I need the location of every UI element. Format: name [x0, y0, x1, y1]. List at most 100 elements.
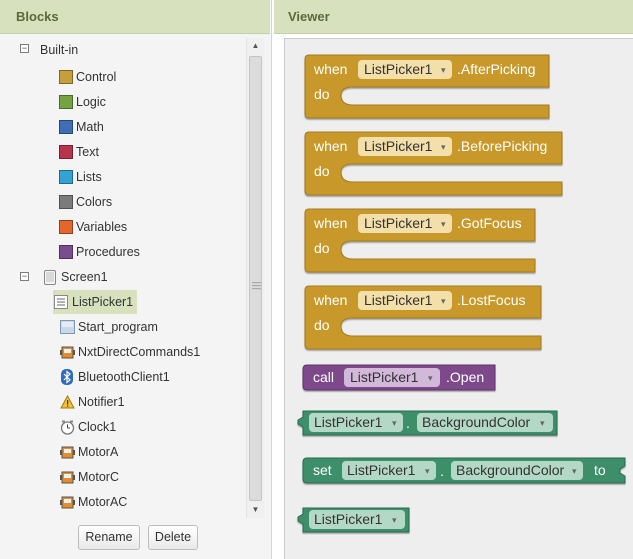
- tree-item-clock1[interactable]: Clock1: [59, 416, 116, 438]
- event-name: .AfterPicking: [457, 61, 536, 77]
- getter-backgroundcolor-block[interactable]: ListPicker1 ▾ . BackgroundColor ▾: [297, 410, 558, 436]
- component-dropdown[interactable]: ListPicker1: [350, 369, 419, 385]
- blocks-panel: Blocks − Built-in Control Logic Math Tex…: [0, 0, 272, 559]
- lists-swatch-icon: [59, 170, 73, 184]
- component-dropdown[interactable]: ListPicker1: [364, 292, 433, 308]
- component-listpicker1-block[interactable]: ListPicker1 ▾: [297, 507, 410, 533]
- do-keyword: do: [314, 163, 330, 179]
- setter-backgroundcolor-block[interactable]: set ListPicker1 ▾ . BackgroundColor ▾ to: [302, 457, 626, 484]
- to-keyword: to: [594, 462, 606, 478]
- when-keyword: when: [313, 292, 347, 308]
- tree-item-label: ListPicker1: [72, 295, 134, 309]
- component-dropdown[interactable]: ListPicker1: [364, 61, 433, 77]
- tree-item-builtin[interactable]: Built-in: [40, 39, 78, 61]
- tree-item-label: MotorAC: [78, 495, 128, 509]
- warning-icon: [59, 394, 75, 410]
- procedures-swatch-icon: [59, 245, 73, 259]
- component-dropdown[interactable]: ListPicker1: [347, 462, 416, 478]
- blocks-tree: − Built-in Control Logic Math Text Lists…: [6, 38, 242, 518]
- property-dropdown[interactable]: BackgroundColor: [456, 462, 565, 478]
- tree-item-screen1-label: Screen1: [61, 270, 108, 284]
- event-block-gotfocus[interactable]: when ListPicker1 ▾ .GotFocus do: [304, 208, 536, 273]
- tree-item-motorc[interactable]: MotorC: [59, 466, 119, 488]
- tree-item-lists[interactable]: Lists: [59, 166, 102, 188]
- tree-item-variables[interactable]: Variables: [59, 216, 127, 238]
- tree-item-control[interactable]: Control: [59, 66, 116, 88]
- nxt-icon: [59, 444, 75, 460]
- grip-icon: ———: [252, 277, 261, 293]
- component-dropdown[interactable]: ListPicker1: [314, 414, 383, 430]
- call-open-block[interactable]: call ListPicker1 ▾ .Open: [302, 364, 496, 391]
- tree-item-label: Procedures: [76, 245, 140, 259]
- tree-item-text[interactable]: Text: [59, 141, 99, 163]
- nxt-icon: [59, 344, 75, 360]
- event-block-beforepicking[interactable]: when ListPicker1 ▾ .BeforePicking do: [304, 131, 563, 196]
- tree-item-label: Logic: [76, 95, 106, 109]
- event-name: .LostFocus: [457, 292, 525, 308]
- collapse-builtin-toggle[interactable]: −: [20, 43, 29, 53]
- tree-item-label: Math: [76, 120, 104, 134]
- event-name: .BeforePicking: [457, 138, 547, 154]
- viewer-title: Viewer: [288, 9, 330, 24]
- tree-item-colors[interactable]: Colors: [59, 191, 112, 213]
- colors-swatch-icon: [59, 195, 73, 209]
- tree-item-label: Notifier1: [78, 395, 125, 409]
- dropdown-arrow-icon: ▾: [425, 467, 430, 477]
- control-swatch-icon: [59, 70, 73, 84]
- logic-swatch-icon: [59, 95, 73, 109]
- tree-item-label: NxtDirectCommands1: [78, 345, 201, 359]
- tree-item-motora[interactable]: MotorA: [59, 441, 118, 463]
- do-keyword: do: [314, 317, 330, 333]
- tree-item-label: Colors: [76, 195, 113, 209]
- tree-item-label: Lists: [76, 170, 102, 184]
- rename-button[interactable]: Rename: [78, 525, 140, 550]
- nxt-icon: [59, 469, 75, 485]
- tree-item-bluetoothclient1[interactable]: BluetoothClient1: [59, 366, 170, 388]
- dropdown-arrow-icon: ▾: [428, 374, 433, 384]
- blocks-workspace[interactable]: when ListPicker1 ▾ .AfterPicking do when…: [284, 38, 633, 559]
- event-block-afterpicking[interactable]: when ListPicker1 ▾ .AfterPicking do: [304, 54, 550, 121]
- scroll-up-arrow-icon[interactable]: ▲: [251, 41, 260, 50]
- tree-item-label: BluetoothClient1: [78, 370, 170, 384]
- math-swatch-icon: [59, 120, 73, 134]
- tree-item-math[interactable]: Math: [59, 116, 104, 138]
- tree-item-label: Clock1: [78, 420, 117, 434]
- when-keyword: when: [313, 215, 347, 231]
- tree-item-listpicker1[interactable]: ListPicker1: [53, 290, 138, 314]
- image-icon: [59, 319, 75, 335]
- tree-item-notifier1[interactable]: Notifier1: [59, 391, 125, 413]
- component-dropdown[interactable]: ListPicker1: [364, 138, 433, 154]
- tree-item-logic[interactable]: Logic: [59, 91, 106, 113]
- bluetooth-icon: [59, 369, 75, 385]
- do-keyword: do: [314, 240, 330, 256]
- property-dropdown[interactable]: BackgroundColor: [422, 414, 531, 430]
- text-swatch-icon: [59, 145, 73, 159]
- blocks-panel-title: Blocks: [16, 9, 59, 24]
- dropdown-arrow-icon: ▾: [441, 143, 446, 153]
- dropdown-arrow-icon: ▾: [540, 419, 545, 429]
- when-keyword: when: [313, 138, 347, 154]
- set-keyword: set: [313, 462, 332, 478]
- scroll-down-arrow-icon[interactable]: ▼: [251, 505, 260, 514]
- dropdown-arrow-icon: ▾: [441, 297, 446, 307]
- method-name: .Open: [446, 369, 484, 385]
- blocks-tree-scrollbar[interactable]: ▲ ——— ▼: [246, 38, 264, 518]
- event-block-lostfocus[interactable]: when ListPicker1 ▾ .LostFocus do: [304, 285, 542, 350]
- tree-item-procedures[interactable]: Procedures: [59, 241, 140, 263]
- blocks-panel-header: Blocks: [0, 0, 270, 34]
- clock-icon: [59, 419, 75, 435]
- tree-item-screen1[interactable]: Screen1: [42, 266, 108, 288]
- tree-item-motorac[interactable]: MotorAC: [59, 491, 127, 513]
- delete-button[interactable]: Delete: [148, 525, 198, 550]
- nxt-icon: [59, 494, 75, 510]
- event-name: .GotFocus: [457, 215, 522, 231]
- tree-item-nxtdirectcommands1[interactable]: NxtDirectCommands1: [59, 341, 200, 363]
- collapse-screen1-toggle[interactable]: −: [20, 271, 29, 281]
- tree-item-start-program[interactable]: Start_program: [59, 316, 158, 338]
- tree-item-label: Start_program: [78, 320, 158, 334]
- tree-item-label: Text: [76, 145, 99, 159]
- component-dropdown[interactable]: ListPicker1: [364, 215, 433, 231]
- component-dropdown[interactable]: ListPicker1: [314, 511, 383, 527]
- scrollbar-thumb[interactable]: ———: [249, 56, 262, 501]
- tree-item-label: MotorC: [78, 470, 119, 484]
